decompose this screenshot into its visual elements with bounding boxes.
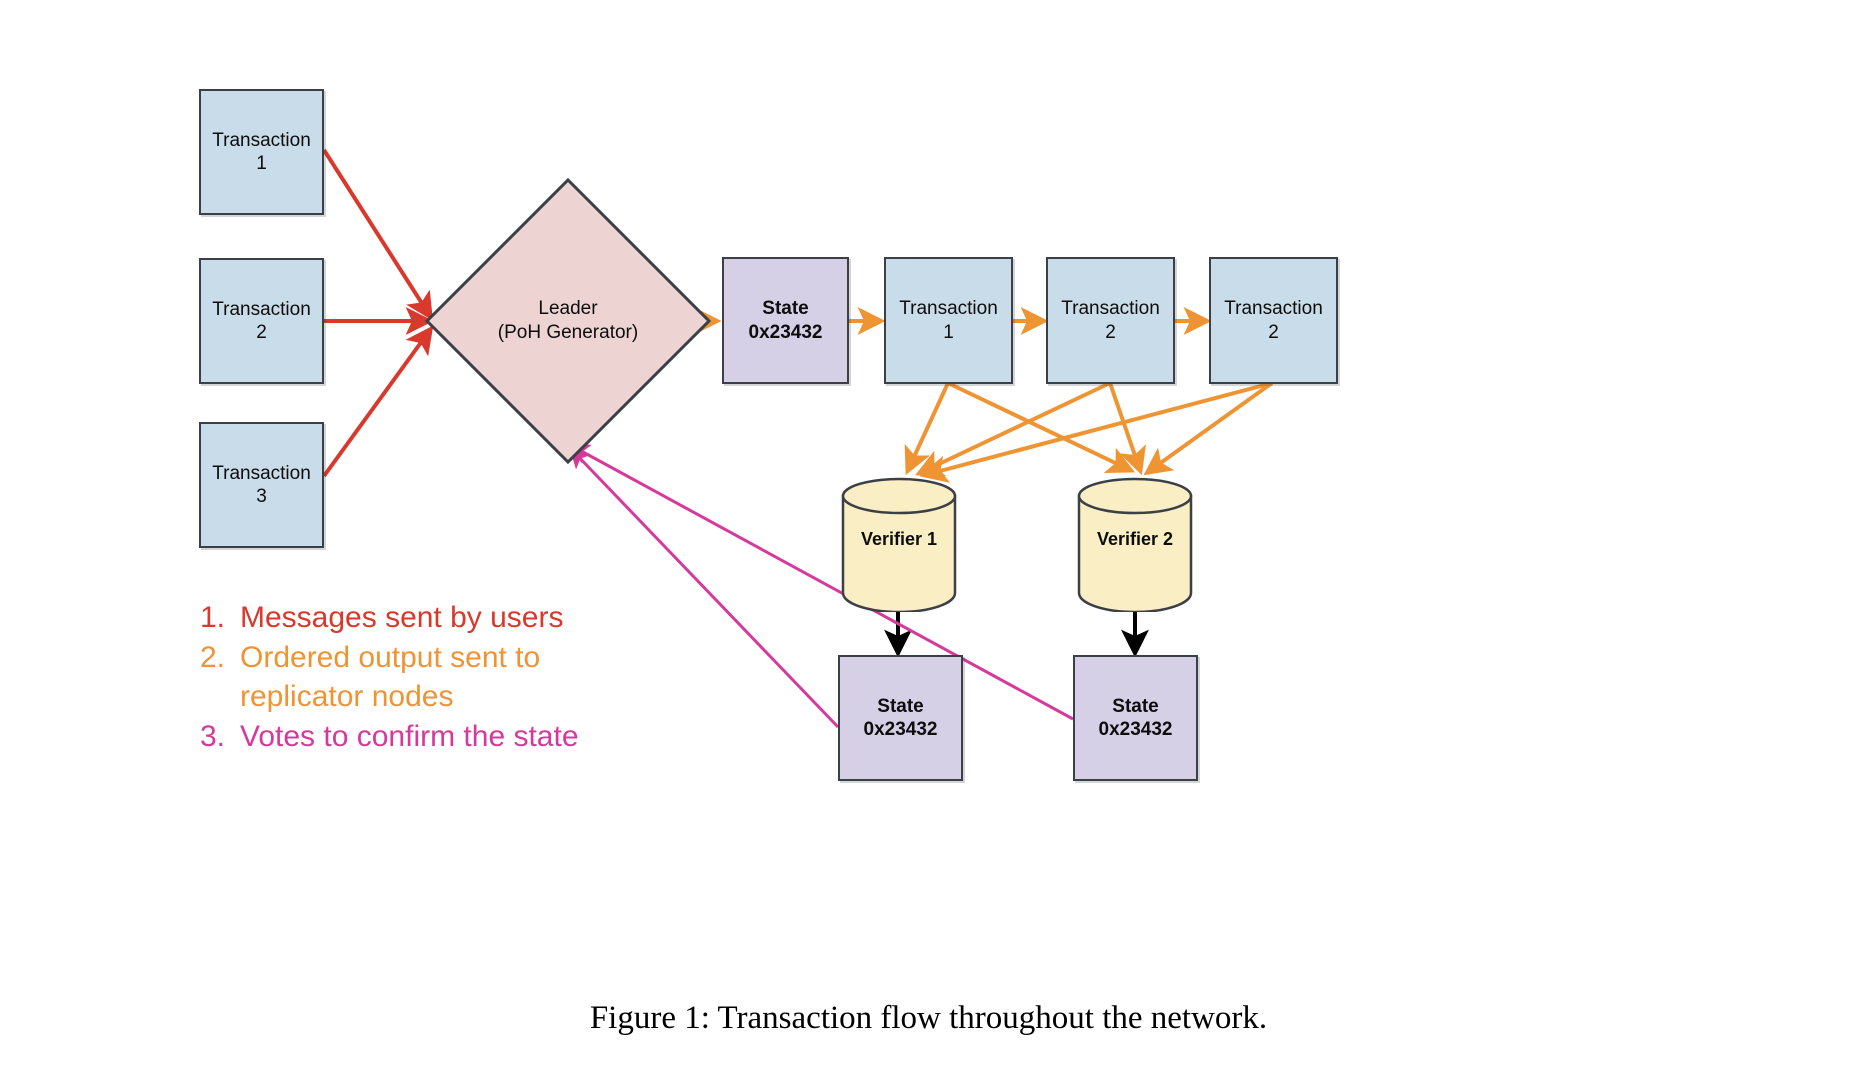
ledger-transaction-2-line1: Transaction bbox=[1061, 298, 1160, 320]
input-transaction-1-line1: Transaction bbox=[212, 129, 311, 151]
input-transaction-box-1[interactable]: Transaction 1 bbox=[199, 89, 324, 215]
ledger-state-line2: 0x23432 bbox=[748, 321, 823, 343]
edge-group-user-messages bbox=[322, 148, 434, 478]
verifier-1-cylinder-shape bbox=[841, 477, 957, 612]
leader-label-line1: Leader bbox=[538, 298, 598, 320]
input-transaction-1-line2: 1 bbox=[256, 153, 267, 174]
verifier-1-state-line1: State bbox=[877, 695, 924, 717]
ledger-transaction-2-line2: 2 bbox=[1105, 321, 1116, 343]
ledger-state-box[interactable]: State 0x23432 bbox=[722, 257, 849, 384]
edge-group-ledger-to-verifiers bbox=[904, 381, 1274, 483]
legend-item-1-text: Messages sent by users bbox=[240, 601, 564, 634]
ledger-transaction-box-2[interactable]: Transaction 2 bbox=[1046, 257, 1175, 384]
edge-ledger-to-verifier2-cross-b bbox=[947, 381, 1136, 473]
ledger-transaction-3-line2: 2 bbox=[1268, 321, 1279, 343]
leader-diamond-shape bbox=[424, 177, 712, 465]
ledger-transaction-1-line2: 1 bbox=[943, 321, 954, 343]
verifier-2-state-box[interactable]: State 0x23432 bbox=[1073, 655, 1198, 781]
ledger-state-line1: State bbox=[762, 298, 809, 320]
edge-ledger-to-verifier2-b bbox=[1108, 382, 1146, 476]
verifier-2-state-line2: 0x23432 bbox=[1098, 719, 1173, 740]
input-transaction-2-line1: Transaction bbox=[212, 298, 311, 320]
verifier-2-state-line1: State bbox=[1112, 695, 1159, 717]
edge-ledger-to-verifier1-a bbox=[904, 382, 950, 476]
verifier-1-label: Verifier 1 bbox=[860, 529, 938, 549]
legend-item-3-number: 3. bbox=[200, 719, 226, 753]
verifier-1-state-line2: 0x23432 bbox=[863, 719, 938, 740]
leader-label: Leader (PoH Generator) bbox=[423, 176, 713, 466]
edge-transaction1-to-leader bbox=[322, 148, 434, 321]
verifier-node-2[interactable]: Verifier 2 bbox=[1077, 477, 1193, 612]
verifier-1-state-box[interactable]: State 0x23432 bbox=[838, 655, 963, 781]
legend-item-2: 2. Ordered output sent to bbox=[200, 638, 670, 678]
legend-item-1: 1. Messages sent by users bbox=[200, 598, 670, 638]
legend: 1. Messages sent by users 2. Ordered out… bbox=[200, 598, 670, 756]
legend-item-2-text: Ordered output sent to bbox=[240, 640, 541, 674]
edge-ledger-to-verifier1-cross-b bbox=[919, 381, 1273, 483]
input-transaction-2-line2: 2 bbox=[256, 322, 267, 343]
ledger-transaction-box-3[interactable]: Transaction 2 bbox=[1209, 257, 1338, 384]
legend-item-2-continuation: replicator nodes bbox=[240, 680, 454, 714]
leader-label-line2: (PoH Generator) bbox=[497, 322, 639, 343]
leader-node[interactable]: Leader (PoH Generator) bbox=[423, 176, 713, 466]
legend-item-3: 3. Votes to confirm the state bbox=[200, 717, 670, 757]
legend-item-3-text: Votes to confirm the state bbox=[240, 719, 579, 753]
input-transaction-3-line2: 3 bbox=[256, 486, 267, 507]
figure-caption: Figure 1: Transaction flow throughout th… bbox=[589, 1000, 1268, 1036]
input-transaction-box-2[interactable]: Transaction 2 bbox=[199, 258, 324, 384]
verifier-2-cylinder-shape bbox=[1077, 477, 1193, 612]
ledger-transaction-1-line1: Transaction bbox=[899, 298, 998, 320]
input-transaction-box-3[interactable]: Transaction 3 bbox=[199, 422, 324, 548]
legend-item-2-number: 2. bbox=[200, 640, 226, 674]
edge-group-verifier-to-state bbox=[884, 612, 1149, 658]
edge-ledger-to-verifier2-c bbox=[1143, 381, 1274, 476]
verifier-node-1[interactable]: Verifier 1 bbox=[841, 477, 957, 612]
edge-ledger-to-verifier2-cross-a bbox=[914, 381, 1111, 477]
legend-item-1-number: 1. bbox=[200, 601, 226, 634]
edge-transaction3-to-leader bbox=[322, 325, 434, 478]
ledger-transaction-box-1[interactable]: Transaction 1 bbox=[884, 257, 1013, 384]
ledger-transaction-3-line1: Transaction bbox=[1224, 298, 1323, 320]
verifier-2-label: Verifier 2 bbox=[1096, 529, 1174, 549]
input-transaction-3-line1: Transaction bbox=[212, 462, 311, 484]
